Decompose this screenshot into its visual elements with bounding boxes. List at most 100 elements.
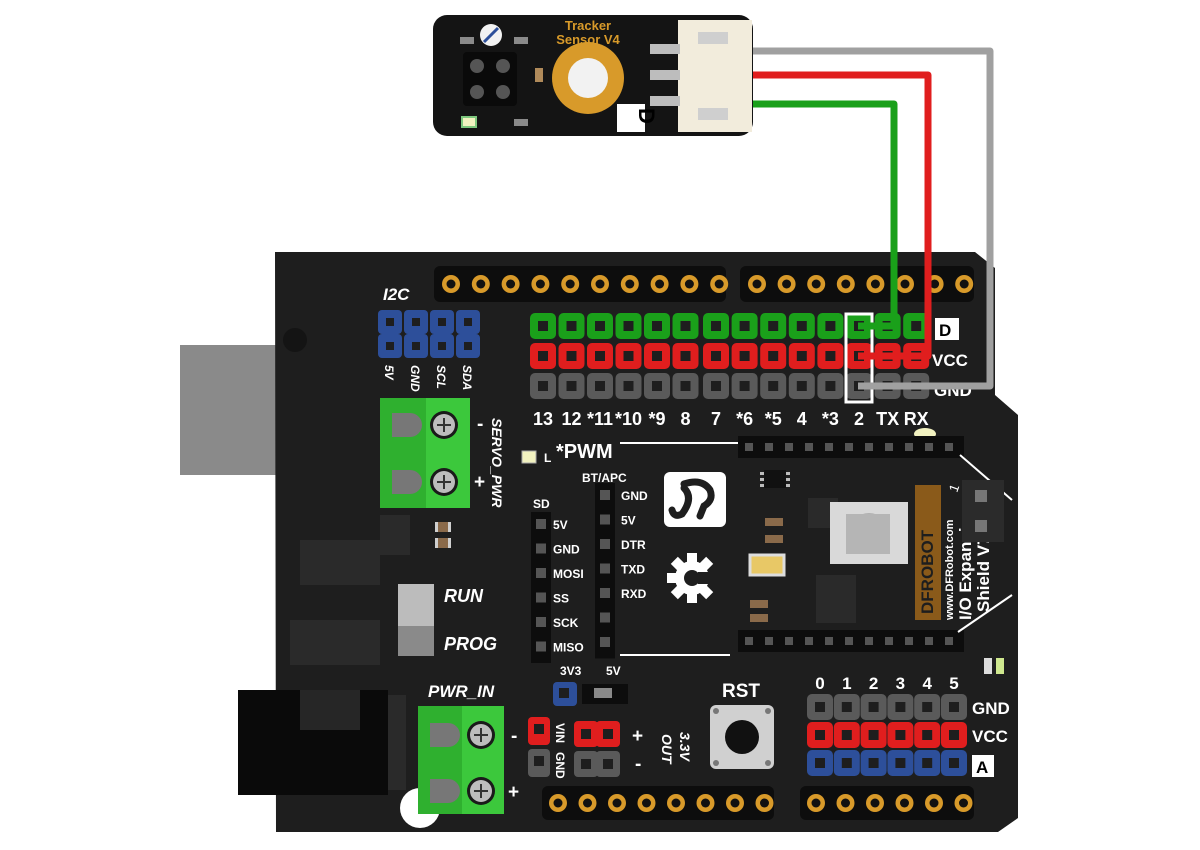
pin-post — [386, 318, 394, 326]
bee-socket-hole — [885, 443, 893, 451]
pin-post — [841, 702, 852, 712]
header-hole — [811, 279, 821, 289]
analog-pin-number: 5 — [949, 674, 958, 693]
i2c-pin-label: SDA — [460, 365, 474, 390]
out33-plus: + — [632, 726, 643, 747]
pin-post — [949, 702, 959, 712]
header-hole — [506, 279, 516, 289]
header-hole — [625, 279, 635, 289]
sd-pin-label: SS — [553, 592, 569, 606]
digital-pin-number: *5 — [765, 409, 782, 429]
sensor-led — [461, 116, 477, 128]
header-hole — [671, 798, 681, 808]
analog-pin-number: 4 — [922, 674, 932, 693]
header-hole — [612, 798, 622, 808]
pwr-in-title: PWR_IN — [428, 682, 495, 701]
header-hole — [752, 279, 762, 289]
pin-post — [566, 381, 577, 391]
pin-post — [768, 351, 779, 361]
brand-text: DFROBOT — [918, 529, 937, 614]
pin-post — [680, 321, 691, 331]
v33-label: 3V3 — [560, 664, 582, 678]
pin-post — [566, 351, 577, 361]
pin-post — [768, 321, 779, 331]
sensor-title-2: Sensor V4 — [556, 32, 620, 47]
smd-resistor — [435, 522, 451, 548]
run-prog-switch — [398, 584, 434, 656]
bee-socket-hole — [785, 637, 793, 645]
sd-pin-label: GND — [553, 543, 580, 557]
top-header-left — [434, 266, 729, 302]
header-hole — [841, 798, 850, 808]
pin-post — [623, 321, 634, 331]
sd-pin-label: MISO — [553, 641, 584, 655]
pin-post — [652, 321, 662, 331]
header-hole — [760, 798, 769, 808]
pin-post — [538, 381, 548, 391]
bee-socket-hole — [885, 637, 893, 645]
pin-post — [922, 730, 933, 740]
rst-button — [710, 705, 774, 769]
pin-post — [711, 321, 721, 331]
pin-post — [680, 351, 691, 361]
sd-title: SD — [533, 497, 550, 511]
bottom-header-right — [800, 786, 974, 820]
bee-socket-hole — [805, 637, 813, 645]
header-hole — [583, 798, 592, 808]
bt-apc-pin-label: GND — [621, 489, 648, 503]
servo-pwr-label: SERVO_PWR — [489, 418, 505, 508]
ic-chip — [760, 470, 790, 488]
sensor-type-box — [617, 104, 645, 132]
digital-pin-number: *11 — [587, 409, 613, 429]
analog-vcc-row — [807, 722, 967, 748]
site-text: www.DFRobot.com — [944, 519, 956, 621]
header-hole — [870, 798, 880, 808]
bee-socket — [620, 436, 964, 656]
pin-post — [623, 381, 634, 391]
pin-post — [652, 381, 662, 391]
header-hole — [782, 279, 792, 289]
analog-signal-row — [807, 750, 967, 776]
pin-post — [911, 321, 922, 331]
led-l-label: L — [544, 451, 551, 465]
pin-post — [815, 702, 825, 712]
pin-post — [538, 321, 548, 331]
wire-signal — [752, 100, 898, 330]
sd-header — [531, 512, 551, 663]
pin-post — [868, 758, 879, 768]
pin-post — [825, 381, 836, 391]
pin-post — [581, 729, 591, 739]
header-hole — [930, 279, 940, 289]
pwr-in-terminal — [418, 706, 504, 814]
bee-socket-hole — [785, 443, 793, 451]
pin-post — [815, 730, 825, 740]
pin-post — [825, 351, 836, 361]
sd-pin-label: SCK — [553, 616, 579, 630]
header-socket — [536, 617, 546, 627]
bee-socket-hole — [865, 637, 873, 645]
header-socket — [536, 568, 546, 578]
out33-header — [574, 721, 620, 777]
v5-label: 5V — [606, 664, 621, 678]
pin-post — [438, 342, 446, 350]
run-label: RUN — [444, 586, 484, 606]
analog-pin-number: 0 — [815, 674, 824, 693]
digital-pin-number: *9 — [648, 409, 665, 429]
i2c-pin-label: SCL — [434, 365, 448, 389]
pin-post — [538, 351, 548, 361]
digital-pin-number: 4 — [797, 409, 807, 429]
d-label-box — [935, 318, 959, 340]
bee-socket-hole — [765, 637, 773, 645]
pin-post — [868, 702, 879, 712]
digital-pin-number: RX — [904, 409, 929, 429]
header-hole — [565, 279, 575, 289]
header-hole — [714, 279, 724, 289]
analog-pin-number: 3 — [896, 674, 905, 693]
header-socket — [600, 612, 610, 623]
header-socket — [600, 588, 610, 598]
top-header-right — [740, 266, 974, 302]
pin-post — [680, 381, 691, 391]
bee-socket-hole — [745, 443, 753, 451]
header-hole — [595, 279, 605, 289]
